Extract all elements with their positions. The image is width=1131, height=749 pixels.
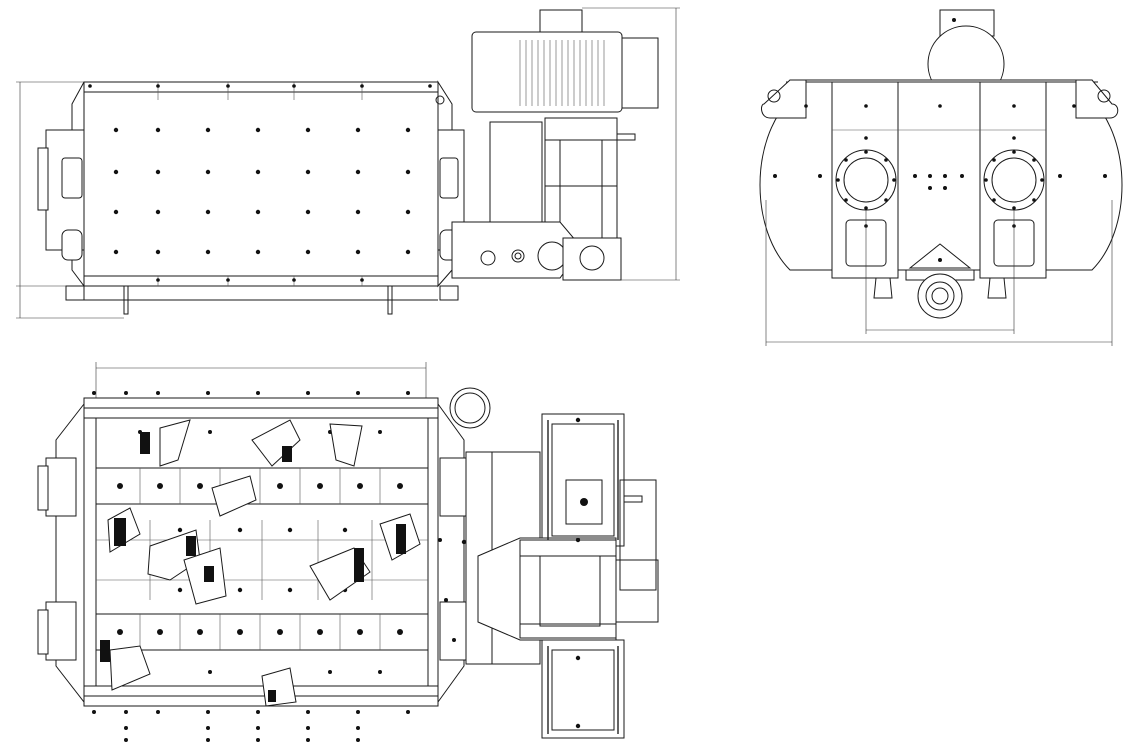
side-view — [759, 9, 1123, 346]
side-dimensions — [765, 200, 1113, 346]
top-view — [37, 362, 659, 742]
side-body — [759, 79, 1123, 271]
front-dimensions — [16, 7, 680, 319]
bolt-grid-front — [88, 84, 432, 282]
gearbox-front — [451, 117, 636, 281]
mixing-paddles — [107, 419, 421, 707]
mixer-body-front — [83, 81, 439, 287]
lower-shaft — [95, 613, 429, 651]
drive-assembly-top — [438, 413, 659, 739]
pulley — [449, 387, 491, 429]
discharge-valve — [917, 273, 963, 319]
front-view — [16, 7, 680, 319]
upper-shaft — [95, 467, 429, 505]
motor-front — [471, 9, 659, 113]
